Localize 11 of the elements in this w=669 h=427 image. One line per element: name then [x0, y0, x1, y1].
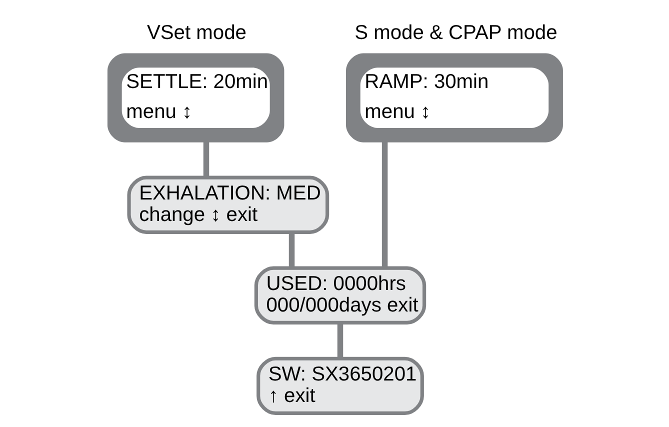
node-label: VSet mode [146, 22, 246, 44]
node-box: SW: SX3650201 ↑ exit [256, 356, 424, 416]
node-box: RAMP: 30min menu ↕ [346, 53, 563, 142]
connector [288, 232, 295, 268]
connector [382, 142, 388, 268]
node-box: EXHALATION: MED change ↕ exit [127, 176, 330, 234]
node-box: SETTLE: 20min menu ↕ [107, 53, 284, 142]
node-box: USED: 0000hrs 000/000days exit [254, 266, 426, 324]
connector [203, 142, 210, 178]
node-label: S mode & CPAP mode [354, 22, 558, 44]
connector [337, 323, 344, 358]
